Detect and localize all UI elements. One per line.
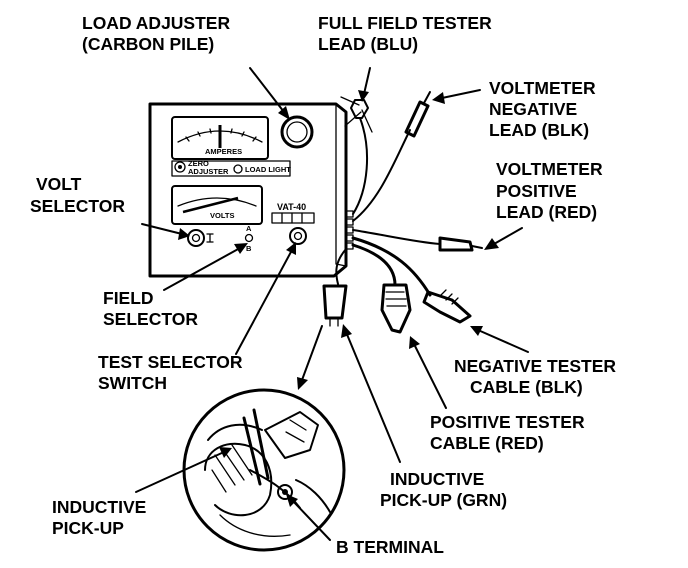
svg-text:LEAD (BLU): LEAD (BLU) xyxy=(318,34,418,54)
svg-text:B: B xyxy=(246,244,252,253)
test-selector-knob xyxy=(289,227,307,245)
field-selector-switch: A B xyxy=(244,224,254,253)
callout-inductive-pickup: INDUCTIVE PICK-UP xyxy=(52,497,146,538)
svg-text:ZERO: ZERO xyxy=(188,159,209,168)
lead-connectors xyxy=(345,210,354,250)
negative-tester-cable xyxy=(351,236,432,297)
cables xyxy=(322,91,483,334)
svg-text:CABLE (RED): CABLE (RED) xyxy=(430,433,544,453)
svg-text:VOLTMETER: VOLTMETER xyxy=(489,78,596,98)
svg-text:LOAD ADJUSTER: LOAD ADJUSTER xyxy=(82,13,230,33)
svg-text:VOLTMETER: VOLTMETER xyxy=(496,159,603,179)
svg-text:A: A xyxy=(246,224,252,233)
svg-text:SWITCH: SWITCH xyxy=(98,373,167,393)
svg-text:SELECTOR: SELECTOR xyxy=(30,196,125,216)
alternator-inset xyxy=(182,388,346,552)
inductive-pickup-lead xyxy=(335,248,347,285)
svg-text:ADJUSTER: ADJUSTER xyxy=(188,167,229,176)
zero-adjuster: ZERO ADJUSTER xyxy=(174,159,229,176)
svg-text:POSITIVE: POSITIVE xyxy=(496,181,577,201)
svg-text:PICK-UP: PICK-UP xyxy=(52,518,124,538)
svg-text:LEAD (RED): LEAD (RED) xyxy=(496,202,597,222)
leader-lines xyxy=(135,67,529,541)
callout-voltmeter-negative-lead: VOLTMETER NEGATIVE LEAD (BLK) xyxy=(489,78,596,140)
svg-text:NEGATIVE: NEGATIVE xyxy=(489,99,577,119)
volt-selector-knob xyxy=(187,229,214,247)
callout-b-terminal: B TERMINAL xyxy=(336,537,444,557)
voltmeter-needle xyxy=(182,196,239,214)
svg-text:SELECTOR: SELECTOR xyxy=(103,309,198,329)
tester-unit: AMPERES ZERO ADJUSTER LOAD LIGHT VOLTS V… xyxy=(148,102,354,278)
svg-text:PICK-UP (GRN): PICK-UP (GRN) xyxy=(380,490,507,510)
svg-text:TEST SELECTOR: TEST SELECTOR xyxy=(98,352,243,372)
amperes-label: AMPERES xyxy=(205,147,242,156)
voltmeter-positive-lead xyxy=(352,229,441,245)
model-label: VAT-40 xyxy=(277,202,306,212)
svg-text:NEGATIVE TESTER: NEGATIVE TESTER xyxy=(454,356,616,376)
positive-tester-cable xyxy=(351,243,397,287)
svg-text:INDUCTIVE: INDUCTIVE xyxy=(52,497,146,517)
voltmeter: VOLTS xyxy=(171,185,263,225)
callout-test-selector-switch: TEST SELECTOR SWITCH xyxy=(98,352,243,393)
svg-text:POSITIVE TESTER: POSITIVE TESTER xyxy=(430,412,585,432)
callout-field-selector: FIELD SELECTOR xyxy=(103,288,198,329)
callout-negative-tester-cable: NEGATIVE TESTER CABLE (BLK) xyxy=(454,356,616,397)
svg-text:FIELD: FIELD xyxy=(103,288,154,308)
voltmeter-negative-lead xyxy=(352,129,411,222)
svg-text:(CARBON PILE): (CARBON PILE) xyxy=(82,34,214,54)
full-field-lead xyxy=(352,117,368,215)
svg-text:CABLE (BLK): CABLE (BLK) xyxy=(470,377,583,397)
callout-inductive-pickup-grn: INDUCTIVE PICK-UP (GRN) xyxy=(380,469,507,510)
callout-load-adjuster: LOAD ADJUSTER (CARBON PILE) xyxy=(82,13,230,54)
callout-full-field-tester-lead: FULL FIELD TESTER LEAD (BLU) xyxy=(318,13,492,54)
callout-positive-tester-cable: POSITIVE TESTER CABLE (RED) xyxy=(430,412,585,453)
load-adjuster-knob xyxy=(280,115,314,149)
volts-label: VOLTS xyxy=(210,211,234,220)
load-light: LOAD LIGHT xyxy=(233,164,291,174)
svg-text:LEAD (BLK): LEAD (BLK) xyxy=(489,120,589,140)
callout-volt-selector: VOLT SELECTOR xyxy=(30,174,125,216)
svg-text:B TERMINAL: B TERMINAL xyxy=(336,537,444,557)
callout-voltmeter-positive-lead: VOLTMETER POSITIVE LEAD (RED) xyxy=(496,159,603,222)
svg-text:VOLT: VOLT xyxy=(36,174,82,194)
svg-text:LOAD LIGHT: LOAD LIGHT xyxy=(245,165,291,174)
svg-text:FULL FIELD TESTER: FULL FIELD TESTER xyxy=(318,13,492,33)
svg-text:INDUCTIVE: INDUCTIVE xyxy=(390,469,484,489)
ammeter: AMPERES xyxy=(171,116,269,160)
